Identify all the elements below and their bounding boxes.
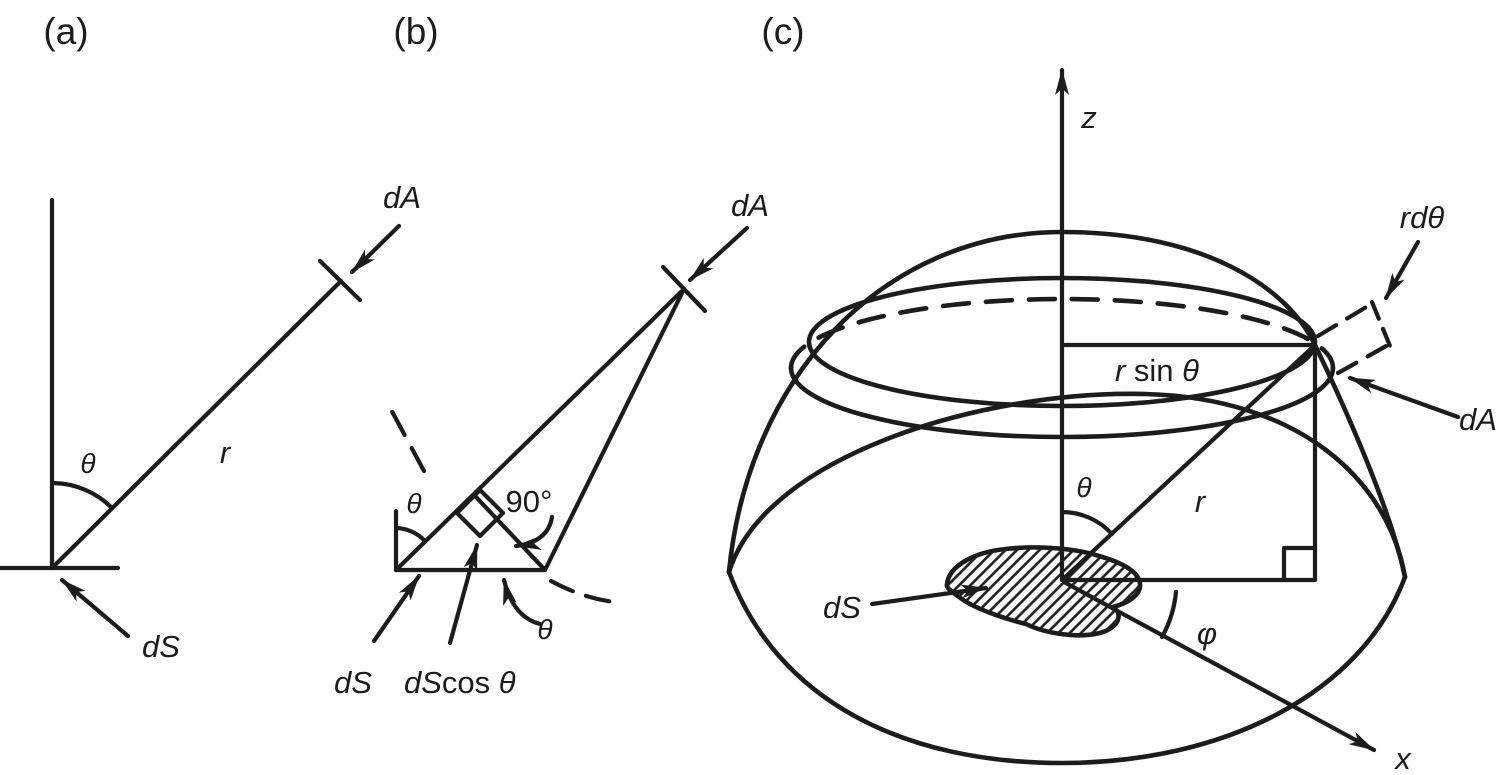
rdtheta-pointer-arrow xyxy=(1383,239,1421,301)
theta-arc xyxy=(51,480,115,511)
rsin-theta-part: θ xyxy=(1182,353,1199,388)
projection-dashed-extension xyxy=(385,401,427,474)
theta-right-pointer-arrow xyxy=(501,577,543,627)
radius-r-line xyxy=(1059,342,1318,583)
base-ellipse-back xyxy=(726,391,1408,580)
rdtheta-dash-outer xyxy=(1369,299,1393,349)
r-label: r xyxy=(1195,484,1207,519)
dscos-ds-part: dS xyxy=(404,665,442,700)
theta-label: θ xyxy=(1076,472,1091,503)
theta-label: θ xyxy=(80,448,95,479)
right-angle-pointer-arrow xyxy=(513,514,555,550)
theta-dtheta-ring-back-dashed xyxy=(788,296,1336,371)
panel-a-label: (a) xyxy=(43,11,88,52)
r-label: r xyxy=(220,435,232,470)
theta-left-label: θ xyxy=(406,488,421,519)
da-label: dA xyxy=(383,180,421,215)
ds-label: dS xyxy=(142,629,180,664)
base-ellipse-front xyxy=(726,569,1408,766)
da-pointer-arrow xyxy=(349,223,402,275)
da-label: dA xyxy=(1459,402,1497,437)
phi-label: φ xyxy=(1197,616,1217,651)
ds-pointer-arrow xyxy=(869,584,989,607)
dscos-pointer-arrow xyxy=(447,542,480,646)
ds-label: dS xyxy=(823,590,861,625)
da-tick-mark xyxy=(660,264,708,314)
x-axis-label: x xyxy=(1393,741,1412,775)
ds-pointer-arrow xyxy=(59,577,131,639)
theta-arc xyxy=(1059,509,1115,537)
rsin-r-part: r xyxy=(1115,353,1134,388)
right-angle-square xyxy=(454,487,506,539)
panel-b: (b) dA θ 90° θ dS dScos θ xyxy=(334,11,769,700)
x-axis xyxy=(1061,579,1377,753)
right-angle-square xyxy=(1281,545,1318,583)
rdtheta-dashed-element xyxy=(1315,299,1393,376)
rdtheta-dash-lower xyxy=(1335,342,1391,376)
panel-a: (a) dA θ r dS xyxy=(0,11,421,664)
rsin-sin-part: sin xyxy=(1134,353,1182,388)
triangle-left-side xyxy=(393,286,687,573)
projected-area-segment xyxy=(473,494,548,573)
right-angle-label: 90° xyxy=(506,484,553,519)
dome-silhouette xyxy=(726,229,1408,580)
da-pointer-arrow xyxy=(1347,375,1461,420)
phi-arc xyxy=(1159,589,1179,640)
dscos-label: dScos θ xyxy=(404,665,516,700)
rotation-dashed-arc xyxy=(548,578,626,606)
dscos-cos-part: cos xyxy=(442,665,499,700)
panel-c-label: (c) xyxy=(761,11,804,52)
da-label: dA xyxy=(731,188,769,223)
r-sin-theta-label: r sin θ xyxy=(1115,353,1199,388)
panel-c: (c) z rdθ r sin θ xyxy=(726,11,1497,775)
rdtheta-label: rdθ xyxy=(1400,200,1445,235)
z-axis-label: z xyxy=(1080,100,1097,135)
radius-r-line xyxy=(49,278,344,571)
da-tick-mark xyxy=(317,258,363,303)
ds-label: dS xyxy=(334,665,372,700)
theta-right-label: θ xyxy=(537,614,552,645)
triangle-right-side xyxy=(542,286,687,573)
theta-arc-left xyxy=(393,525,428,544)
ds-pointer-arrow xyxy=(371,573,422,644)
rdtheta-dash-upper xyxy=(1315,303,1371,339)
dscos-theta-part: θ xyxy=(499,665,516,700)
panel-b-label: (b) xyxy=(393,11,438,52)
da-pointer-arrow xyxy=(687,225,750,283)
